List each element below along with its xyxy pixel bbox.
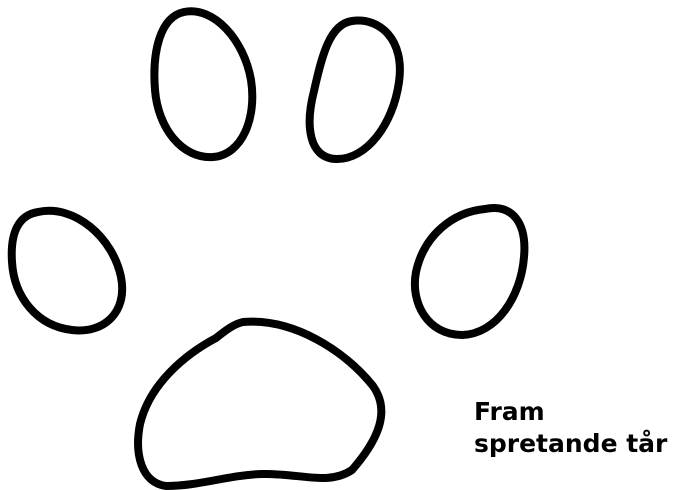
caption: Fram spretande tår [474, 396, 667, 460]
toe-pad-right [415, 208, 525, 335]
caption-line-1: Fram [474, 396, 667, 428]
toe-pad-left [12, 211, 122, 331]
toe-pad-top-left [154, 11, 252, 157]
heel-pad [138, 322, 381, 486]
toe-pad-top-right [310, 21, 400, 159]
caption-line-2: spretande tår [474, 428, 667, 460]
